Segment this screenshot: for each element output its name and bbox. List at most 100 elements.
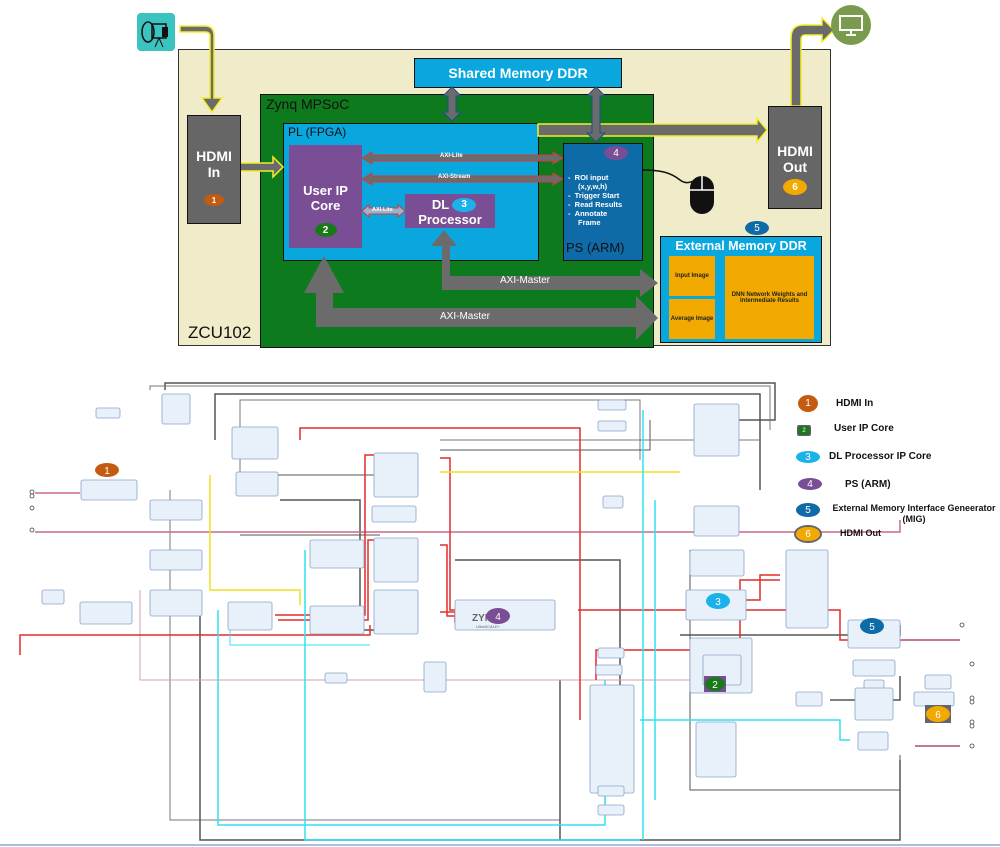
- legend-label: DL Processor IP Core: [829, 451, 932, 462]
- ip-block: [602, 495, 624, 509]
- legend-badge-3: 3: [796, 451, 820, 463]
- ip-block: [227, 601, 273, 631]
- input-image-block: Input Image: [669, 256, 715, 296]
- bd-badge-1-text: 1: [104, 466, 110, 477]
- user-ip-line1: User IP: [303, 183, 348, 198]
- ip-block: [373, 537, 419, 583]
- badge-5: 5: [745, 221, 769, 235]
- external-memory-title: External Memory DDR: [675, 239, 807, 253]
- hdmi-out-output-arrow: [790, 16, 836, 107]
- external-ports: [29, 489, 975, 749]
- ps-arm-block: 4: [563, 143, 643, 261]
- ip-block: [597, 785, 625, 797]
- average-image-block: Average Image: [669, 299, 715, 339]
- axi-master-label-1: AXI-Master: [500, 275, 551, 286]
- ip-block: [324, 672, 348, 684]
- ip-block: [924, 674, 952, 690]
- badge-6: 6: [783, 179, 807, 195]
- block-design-badges: 1 2 3 4 5 6: [95, 463, 951, 723]
- hdmi-in-to-pl-arrow: [239, 155, 285, 179]
- dnn-weights-block: DNN Network Weights and Intermediate Res…: [725, 256, 814, 339]
- ip-block: [597, 647, 625, 659]
- badge-3: 3: [452, 197, 477, 212]
- bd-badge-2-text: 2: [712, 680, 718, 691]
- ip-block: [149, 499, 203, 521]
- ip-block: [41, 589, 65, 605]
- ip-block: [149, 549, 203, 571]
- ip-block: [373, 452, 419, 498]
- user-ip-line2: Core: [310, 198, 341, 213]
- legend-badge-4: 4: [798, 478, 822, 490]
- bd-badge-3-text: 3: [715, 597, 721, 608]
- ps-item: Frame: [578, 218, 601, 227]
- user-ip-core-block: User IP Core 2: [289, 145, 362, 248]
- ip-block: [80, 479, 138, 501]
- shared-mem-to-ps-arrow: [585, 86, 607, 143]
- ip-block: [597, 399, 627, 411]
- ip-block: [235, 471, 279, 497]
- pl-to-hdmi-out-arrow: [537, 115, 768, 145]
- diagram-arrows: [179, 16, 836, 340]
- bd-badge-6: [926, 706, 950, 722]
- axi-lite-label: AXI-Lite: [440, 153, 463, 159]
- bd-badge-5: [860, 618, 884, 634]
- ip-block: [161, 393, 191, 425]
- ip-block: [695, 721, 737, 778]
- legend-badge-6: 6: [794, 525, 822, 543]
- monitor-icon: [831, 5, 871, 45]
- ip-block: [693, 403, 740, 457]
- legend-label: User IP Core: [834, 423, 894, 434]
- bd-badge-6-text: 6: [935, 710, 941, 721]
- axi-master-userip-arrow: [304, 256, 658, 340]
- axi-master-label-2: AXI-Master: [440, 311, 491, 322]
- ps-item: (x,y,w,h): [578, 182, 608, 191]
- ip-block: [785, 549, 829, 629]
- ip-block: [149, 589, 203, 617]
- ps-item: - ROI input: [568, 173, 609, 182]
- mouse-icon: [690, 176, 714, 214]
- top-architecture-diagram: ZCU102 Shared Memory DDR Zynq MPSoC PL (…: [0, 0, 1000, 360]
- hdmi-in-block: HDMI In 1: [187, 115, 241, 224]
- dl-processor-line2: Processor: [418, 212, 482, 227]
- zynq-logo: ZYNQ: [472, 613, 500, 624]
- hdmi-out-line1: HDMI: [777, 143, 813, 159]
- hdmi-in-input-arrow: [179, 25, 224, 114]
- ip-block: [371, 505, 417, 523]
- ip-block: [597, 804, 625, 816]
- legend-badge-5: 5: [796, 503, 820, 517]
- badge-4: 4: [604, 146, 628, 160]
- bd-badge-1: [95, 463, 119, 477]
- badge-2: 2: [314, 223, 337, 237]
- axi-stream-label: AXI-Stream: [438, 174, 471, 180]
- vivado-block-design: ZYNQ UltraSCALE+ 1 2 3 4 5 6: [0, 382, 1000, 846]
- board-label: ZCU102: [188, 323, 252, 342]
- ps-item: - Read Results: [568, 200, 623, 209]
- ip-block: [231, 426, 279, 460]
- axi-lite-small-label: AXI-Lite: [372, 207, 393, 213]
- ip-block: [597, 420, 627, 432]
- ip-block: [595, 664, 623, 676]
- ip-block: [693, 505, 740, 537]
- bd-badge-4: [486, 608, 510, 624]
- camera-icon: [137, 13, 175, 51]
- ps-label: PS (ARM): [566, 240, 625, 255]
- ip-block: [309, 539, 365, 569]
- ps-item: - Annotate: [568, 209, 608, 218]
- pl-label: PL (FPGA): [288, 125, 347, 139]
- hdmi-in-line2: In: [207, 164, 221, 180]
- ip-block: [589, 684, 635, 794]
- bd-badge-4-text: 4: [495, 612, 501, 623]
- ip-block: [95, 407, 121, 419]
- shared-memory-ddr: Shared Memory DDR: [414, 58, 622, 88]
- hdmi-out-block: HDMI Out 6: [768, 106, 822, 209]
- dl-processor-line1: DL: [431, 197, 450, 212]
- hdmi-out-line2: Out: [782, 159, 808, 175]
- ip-block: [423, 661, 447, 693]
- zynq-label: Zynq MPSoC: [266, 96, 350, 112]
- axi-master-dl-arrow: [431, 230, 658, 297]
- hdmi-in-line1: HDMI: [196, 148, 232, 164]
- badge-1: 1: [204, 194, 224, 206]
- legend-label: HDMI Out: [840, 528, 881, 538]
- ps-item: - Trigger Start: [568, 191, 620, 200]
- legend-badge-2: 2: [797, 425, 811, 436]
